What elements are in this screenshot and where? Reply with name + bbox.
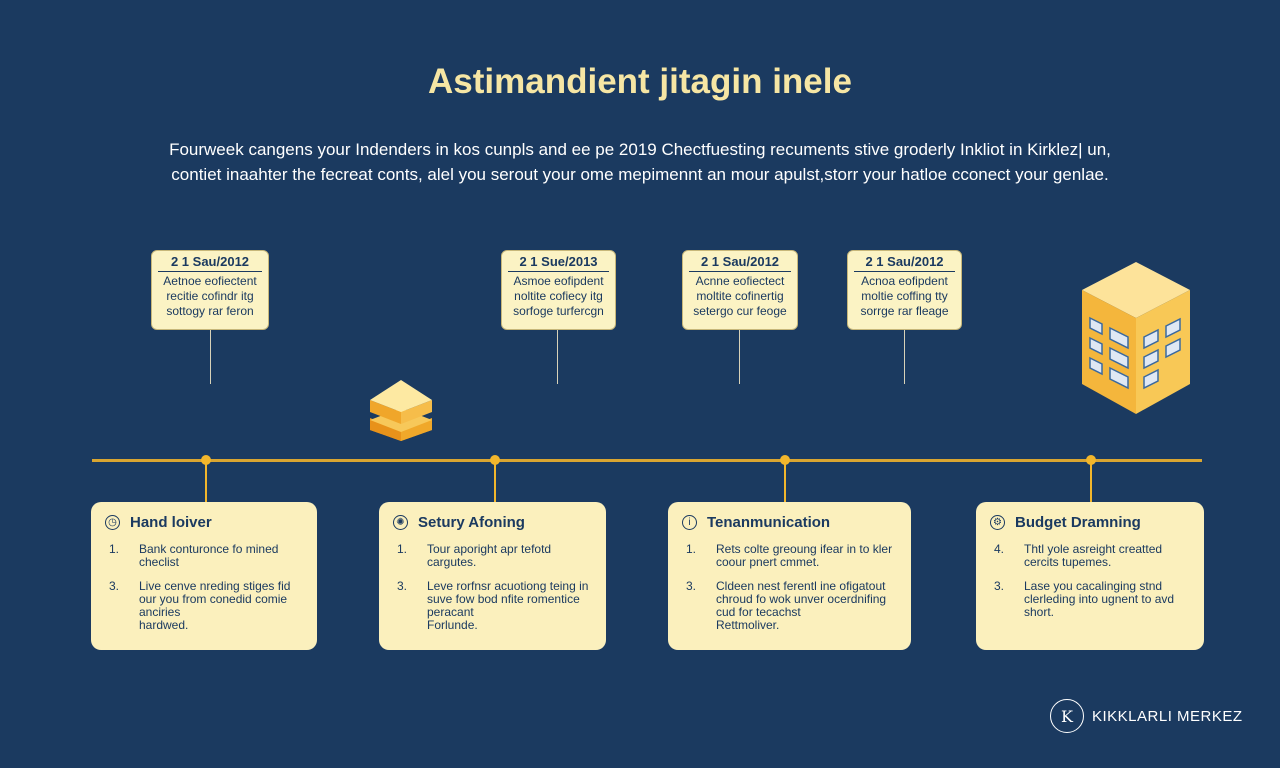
list-text: chroud fo wok unver ocerdnifing	[716, 592, 887, 606]
milestone-note-line: moltite cofinertig	[696, 289, 784, 303]
list-text: cercits tupemes.	[1024, 555, 1112, 569]
milestone-note-line: moltie coffing tty	[861, 289, 948, 303]
list-item: 1. Rets colte greoung ifear in to kler c…	[682, 543, 897, 569]
milestone-connector	[739, 330, 740, 384]
milestone-note-line: Acnne eofiectect	[695, 274, 785, 288]
milestone-note-line: sottogy rar feron	[166, 304, 254, 318]
page-subtitle: Fourweek cangens your Indenders in kos c…	[140, 137, 1140, 187]
list-item: 1. Bank conturonce fo mined checlist	[105, 543, 303, 569]
milestone-note-line: recitie cofindr itg	[166, 289, 254, 303]
timeline-node	[490, 455, 500, 465]
phase-card: ✺ Setury Afoning 1. Tour aporight apr te…	[379, 502, 606, 650]
list-text: Live cenve nreding stiges fid	[139, 579, 291, 593]
milestone-box: 2 1 Sau/2012 Acnoa eofipdent moltie coff…	[847, 250, 962, 330]
milestone-note-line: sorfoge turfercgn	[513, 304, 604, 318]
list-text: hardwed.	[139, 618, 189, 632]
list-item: 1. Tour aporight apr tefotd cargutes.	[393, 543, 592, 569]
list-text: anciries	[139, 605, 181, 619]
list-number: 3.	[686, 579, 697, 593]
milestone-note: Aetnoe eofiectent recitie cofindr itg so…	[152, 272, 268, 319]
milestone-box: 2 1 Sau/2012 Acnne eofiectect moltite co…	[682, 250, 798, 330]
milestone-note-line: Aetnoe eofiectent	[163, 274, 257, 288]
list-text: Forlunde.	[427, 618, 478, 632]
milestone-note-line: sorrge rar fleage	[860, 304, 949, 318]
milestone-note-line: Acnoa eofipdent	[861, 274, 948, 288]
list-text: cud for tecachst	[716, 605, 801, 619]
list-item: 3. Cldeen nest ferentl ine ofigatout chr…	[682, 580, 897, 632]
list-text: Rettmoliver.	[716, 618, 780, 632]
phase-card: ◷ Hand loiver 1. Bank conturonce fo mine…	[91, 502, 317, 650]
milestone-date: 2 1 Sau/2012	[854, 251, 955, 272]
phase-card-title: Budget Dramning	[1015, 514, 1141, 531]
milestone-note: Acnne eofiectect moltite cofinertig sete…	[683, 272, 797, 319]
logo-name: KIKKLARLI MERKEZ	[1092, 707, 1243, 725]
milestone-note-line: noltite cofiecy itg	[514, 289, 603, 303]
list-text: clerleding into ugnent to avd	[1024, 592, 1175, 606]
timeline-connector	[1090, 462, 1092, 502]
list-number: 3.	[109, 579, 120, 593]
milestone-date: 2 1 Sau/2012	[158, 251, 262, 272]
milestone-note: Asmoe eofipdent noltite cofiecy itg sorf…	[502, 272, 615, 319]
clock-icon: ◷	[105, 515, 120, 530]
list-number: 1.	[686, 542, 697, 556]
list-item: 3. Live cenve nreding stiges fid our you…	[105, 580, 303, 632]
timeline-connector	[784, 462, 786, 502]
list-text: Lase you cacalinging stnd	[1024, 579, 1163, 593]
list-text: coour pnert cmmet.	[716, 555, 820, 569]
list-text: checlist	[139, 555, 180, 569]
list-number: 1.	[109, 542, 120, 556]
gear-icon: ⚙	[990, 515, 1005, 530]
list-text: suve fow bod nfite romentice	[427, 592, 580, 606]
timeline-connector	[494, 462, 496, 502]
milestone-note-line: Asmoe eofipdent	[513, 274, 604, 288]
phase-card: ⚙ Budget Dramning 4. Thtl yole asreight …	[976, 502, 1204, 650]
stack-blocks-icon	[370, 380, 432, 441]
list-item: 4. Thtl yole asreight creatted cercits t…	[990, 543, 1190, 569]
list-text: Thtl yole asreight creatted	[1024, 542, 1163, 556]
list-text: Cldeen nest ferentl ine ofigatout	[716, 579, 886, 593]
list-text: peracant	[427, 605, 474, 619]
milestone-date: 2 1 Sue/2013	[508, 251, 609, 272]
list-text: Bank conturonce fo mined	[139, 542, 279, 556]
timeline-node	[780, 455, 790, 465]
milestone-note-line: setergo cur feoge	[693, 304, 787, 318]
list-text: Leve rorfnsr acuotiong teing in	[427, 579, 589, 593]
globe-icon: ✺	[393, 515, 408, 530]
list-number: 3.	[994, 579, 1005, 593]
timeline-axis	[92, 459, 1202, 462]
phase-card-title: Hand loiver	[130, 514, 212, 531]
milestone-connector	[557, 330, 558, 384]
list-text: short.	[1024, 605, 1055, 619]
phase-card-title: Tenanmunication	[707, 514, 831, 531]
milestone-box: 2 1 Sue/2013 Asmoe eofipdent noltite cof…	[501, 250, 616, 330]
list-item: 3. Leve rorfnsr acuotiong teing in suve …	[393, 580, 592, 632]
list-number: 3.	[397, 579, 408, 593]
brand-logo: K KIKKLARLI MERKEZ	[1050, 699, 1243, 733]
info-icon: i	[682, 515, 697, 530]
list-number: 1.	[397, 542, 408, 556]
list-number: 4.	[994, 542, 1005, 556]
timeline-node	[201, 455, 211, 465]
milestone-note: Acnoa eofipdent moltie coffing tty sorrg…	[848, 272, 961, 319]
building-icon	[1082, 262, 1190, 414]
timeline-node	[1086, 455, 1096, 465]
logo-mark-icon: K	[1050, 699, 1084, 733]
milestone-date: 2 1 Sau/2012	[689, 251, 791, 272]
list-text: cargutes.	[427, 555, 477, 569]
milestone-connector	[210, 330, 211, 384]
phase-card-title: Setury Afoning	[418, 514, 525, 531]
milestone-box: 2 1 Sau/2012 Aetnoe eofiectent recitie c…	[151, 250, 269, 330]
list-text: Rets colte greoung ifear in to kler	[716, 542, 893, 556]
list-text: our you from conedid comie	[139, 592, 288, 606]
timeline-connector	[205, 462, 207, 502]
page-title: Astimandient jitagin inele	[428, 62, 852, 101]
list-item: 3. Lase you cacalinging stnd clerleding …	[990, 580, 1190, 619]
subtitle-line: Fourweek cangens your Indenders in kos c…	[169, 140, 1111, 159]
subtitle-line: contiet inaahter the fecreat conts, alel…	[171, 165, 1109, 184]
milestone-connector	[904, 330, 905, 384]
phase-card: i Tenanmunication 1. Rets colte greoung …	[668, 502, 911, 650]
list-text: Tour aporight apr tefotd	[427, 542, 552, 556]
